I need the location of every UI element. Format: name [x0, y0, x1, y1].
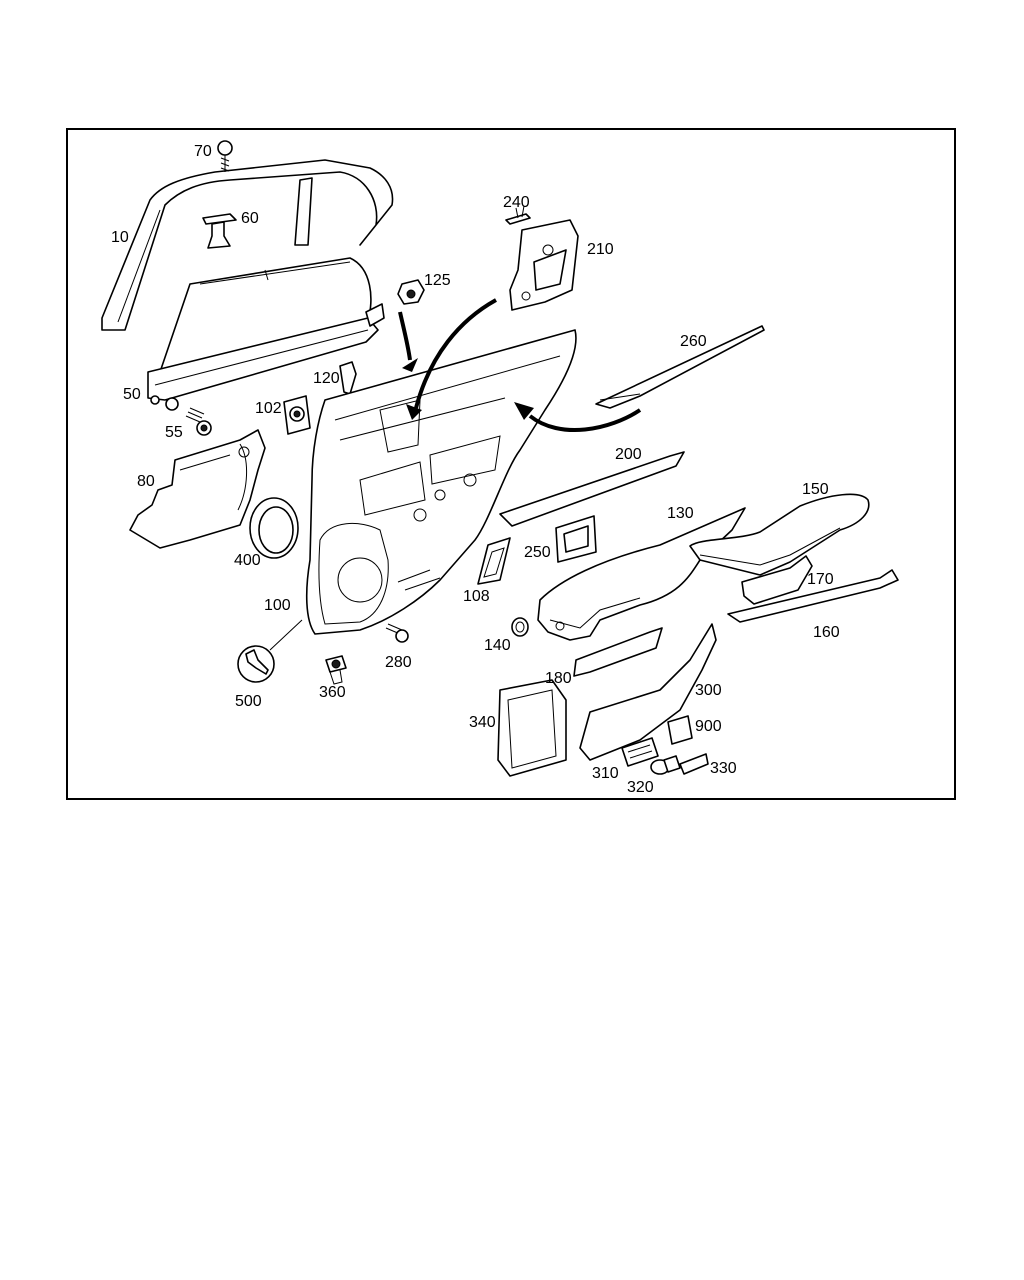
part-55-screw[interactable]: [185, 407, 212, 436]
part-340-speaker-grille[interactable]: [497, 679, 567, 777]
label-500: 500: [235, 693, 262, 710]
label-310: 310: [592, 765, 619, 782]
label-120: 120: [313, 370, 340, 387]
part-160-trim-strip[interactable]: [727, 569, 899, 623]
label-330: 330: [710, 760, 737, 777]
callout-labels: 70 60 10 125 240 210 260 50 120 102 55 8…: [111, 143, 840, 796]
part-250-handle-bezel[interactable]: [555, 515, 597, 563]
part-400-speaker-ring[interactable]: [249, 497, 299, 559]
label-280: 280: [385, 654, 412, 671]
part-200-upper-trim-strip[interactable]: [499, 451, 685, 527]
label-200: 200: [615, 446, 642, 463]
label-260: 260: [680, 333, 707, 350]
label-140: 140: [484, 637, 511, 654]
label-160: 160: [813, 624, 840, 641]
label-170: 170: [807, 571, 834, 588]
part-210-door-handle-housing[interactable]: [509, 219, 579, 311]
part-10-window-frame[interactable]: [101, 159, 394, 331]
label-320: 320: [627, 779, 654, 796]
part-240-handle-clip[interactable]: [505, 205, 531, 225]
label-100: 100: [264, 597, 291, 614]
label-210: 210: [587, 241, 614, 258]
label-50: 50: [123, 386, 141, 403]
part-100-door-inner-panel[interactable]: [305, 329, 577, 635]
label-70: 70: [194, 143, 212, 160]
part-260-window-seal-strip[interactable]: [595, 325, 765, 409]
label-300: 300: [695, 682, 722, 699]
part-60-clip[interactable]: [202, 213, 237, 249]
label-130: 130: [667, 505, 694, 522]
label-360: 360: [319, 684, 346, 701]
part-180-trim-piece[interactable]: [573, 627, 663, 677]
part-500-wrench-symbol[interactable]: [237, 619, 303, 683]
part-310-switch-panel[interactable]: [621, 737, 659, 767]
part-70-bolt[interactable]: [217, 140, 233, 172]
part-125-clip-nut[interactable]: [397, 279, 425, 305]
label-60: 60: [241, 210, 259, 227]
label-55: 55: [165, 424, 183, 441]
part-120-plug[interactable]: [339, 361, 357, 395]
label-340: 340: [469, 714, 496, 731]
label-150: 150: [802, 481, 829, 498]
part-300-lower-trim-panel[interactable]: [579, 623, 717, 761]
part-360-clip[interactable]: [325, 655, 347, 685]
label-240: 240: [503, 194, 530, 211]
part-102-speaker-mount[interactable]: [283, 395, 311, 435]
part-900-control-unit[interactable]: [667, 715, 693, 745]
part-150-armrest[interactable]: [689, 493, 870, 576]
part-280-screw[interactable]: [385, 623, 409, 643]
label-80: 80: [137, 473, 155, 490]
assembly-arrows: [398, 298, 642, 433]
part-50-window-regulator[interactable]: [147, 257, 385, 411]
label-250: 250: [524, 544, 551, 561]
label-900: 900: [695, 718, 722, 735]
label-108: 108: [463, 588, 490, 605]
part-330-courtesy-lamp[interactable]: [679, 753, 709, 775]
label-180: 180: [545, 670, 572, 687]
label-10: 10: [111, 229, 129, 246]
label-400: 400: [234, 552, 261, 569]
label-125: 125: [424, 272, 451, 289]
label-102: 102: [255, 400, 282, 417]
part-320-bulb[interactable]: [650, 755, 681, 775]
part-170-bracket[interactable]: [741, 555, 813, 605]
part-80-insulation-pad[interactable]: [129, 429, 266, 549]
part-140-cover-ring[interactable]: [511, 617, 529, 637]
part-108-grommet-frame[interactable]: [477, 537, 511, 585]
